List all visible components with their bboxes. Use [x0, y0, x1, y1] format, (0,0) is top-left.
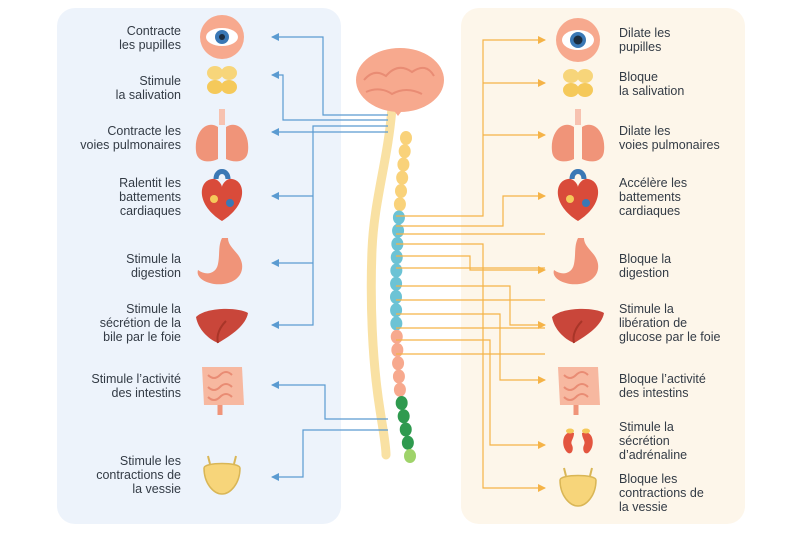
kidneys-icon [563, 428, 593, 454]
ganglion [395, 396, 408, 410]
organ-icons-left [195, 15, 249, 495]
eye-icon [556, 18, 600, 62]
ganglion [391, 343, 404, 357]
ganglion [392, 356, 405, 371]
ganglion [393, 382, 406, 397]
salivary-glands-icon [207, 66, 237, 94]
parasympathetic-effect-bile: Stimule la sécrétion de la bile par le f… [99, 302, 181, 344]
lungs-icon [551, 109, 605, 162]
ganglion [390, 303, 403, 318]
bladder-icon [559, 467, 597, 507]
parasympathetic-effect-digestion: Stimule la digestion [126, 252, 181, 280]
intestines-icon [558, 367, 600, 415]
sympathetic-panel [461, 8, 745, 524]
ganglion [392, 369, 405, 384]
stomach-icon [553, 238, 599, 285]
stomach-icon [197, 238, 243, 285]
ganglion [404, 449, 416, 463]
ganglion [390, 250, 403, 265]
intestines-icon [202, 367, 244, 415]
sympathetic-effect-heart: Accélère les battements cardiaques [619, 176, 688, 218]
ganglion [390, 276, 403, 291]
eye-icon [200, 15, 244, 59]
parasympathetic-connections [271, 33, 388, 481]
ganglion [396, 170, 409, 185]
lungs-icon [195, 109, 249, 162]
liver-icon [552, 308, 604, 344]
parasympathetic-effect-lungs: Contracte les voies pulmonaires [80, 124, 181, 152]
ganglion [390, 263, 403, 278]
ganglion [398, 144, 411, 159]
ganglion [392, 210, 405, 225]
ganglion [390, 316, 403, 331]
bladder-icon [203, 455, 241, 495]
sympathetic-effect-lungs: Dilate les voies pulmonaires [619, 124, 720, 152]
ganglion [395, 184, 407, 198]
sympathetic-effect-glucose: Stimule la libération de glucose par le … [619, 302, 721, 344]
parasympathetic-panel [57, 8, 341, 524]
spinal-cord [366, 103, 397, 460]
parasympathetic-effect-salivation: Stimule la salivation [115, 74, 181, 102]
ganglion [393, 197, 406, 212]
ganglion [390, 329, 403, 344]
heart-icon [557, 169, 599, 221]
organ-icons-right [551, 18, 605, 507]
parasympathetic-effect-pupils: Contracte les pupilles [119, 24, 181, 52]
sympathetic-connections [396, 36, 546, 492]
sympathetic-effect-salivation: Bloque la salivation [619, 70, 685, 98]
sympathetic-effect-bladder: Bloque les contractions de la vessie [619, 472, 704, 514]
sympathetic-effect-intestines: Bloque l’activité des intestins [619, 372, 706, 400]
ganglion [397, 157, 410, 172]
parasympathetic-effect-heart: Ralentit les battements cardiaques [119, 176, 181, 218]
parasympathetic-effect-intestines: Stimule l’activité des intestins [91, 372, 181, 400]
sympathetic-effect-digestion: Bloque la digestion [619, 252, 672, 280]
sympathetic-ganglia-chain [390, 131, 416, 463]
ganglion [399, 422, 412, 437]
parasympathetic-effect-bladder: Stimule les contractions de la vessie [96, 454, 181, 496]
ganglion [400, 131, 412, 145]
brain-icon [356, 48, 444, 116]
ganglion [397, 409, 410, 424]
heart-icon [201, 169, 243, 221]
liver-icon [196, 308, 248, 344]
salivary-glands-icon [563, 69, 593, 97]
ganglion [390, 290, 402, 304]
ganglion [401, 435, 414, 450]
sympathetic-effect-pupils: Dilate les pupilles [619, 26, 671, 54]
sympathetic-effect-adrenaline: Stimule la sécrétion d’adrénaline [619, 420, 688, 462]
